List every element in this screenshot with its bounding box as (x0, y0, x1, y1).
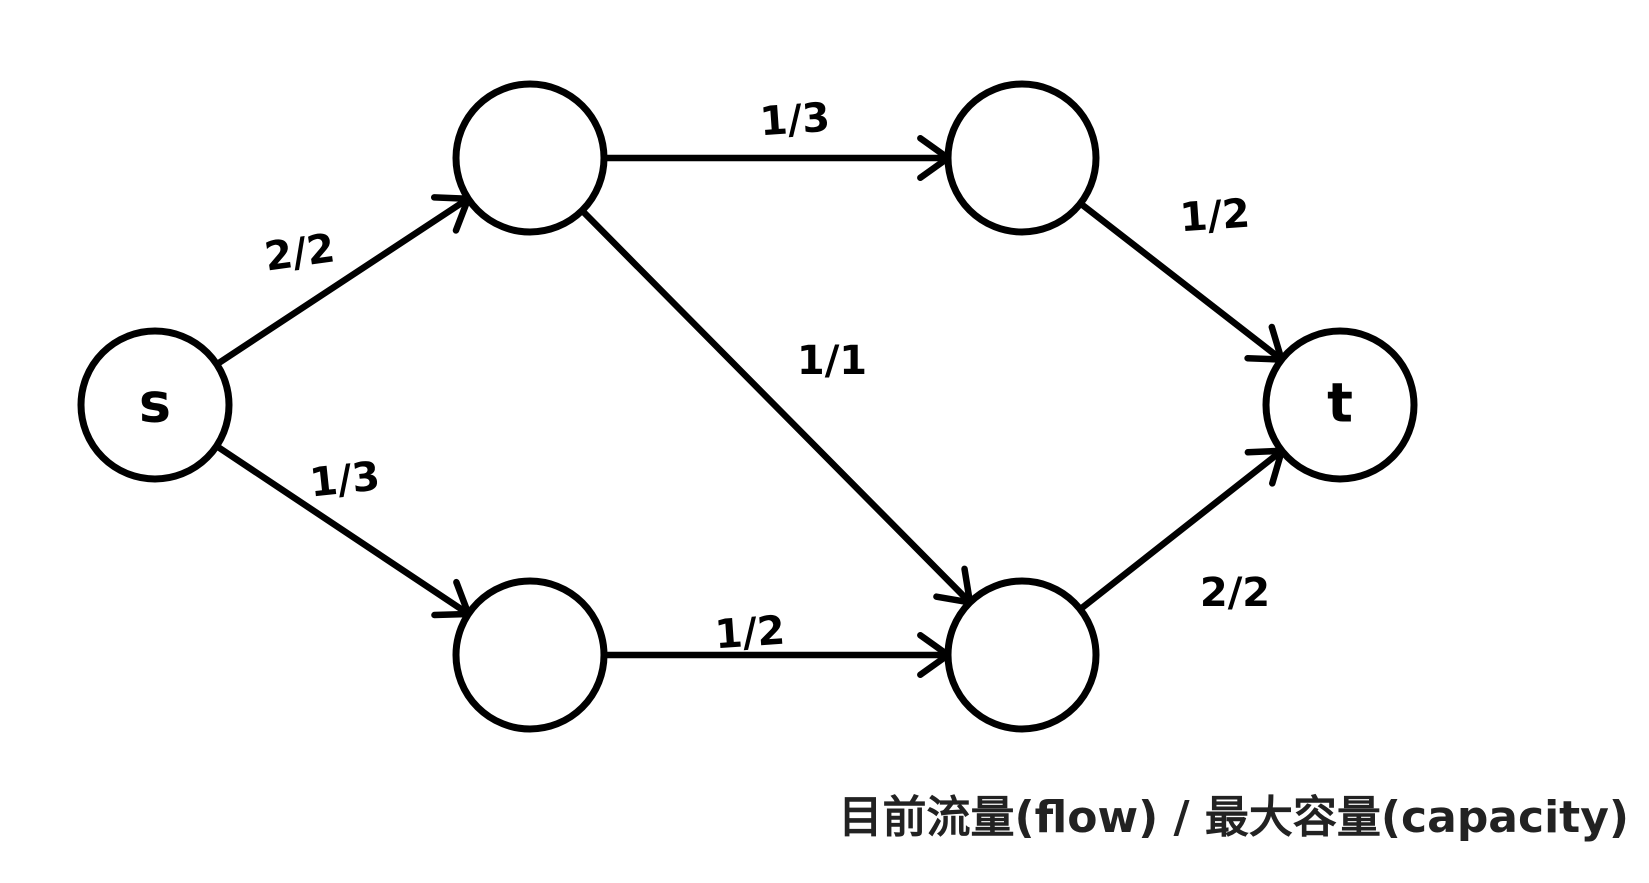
edge-s-b (213, 442, 472, 618)
edge-label-a-c: 1/3 (758, 95, 831, 146)
edge-labels-layer: 2/2 1/3 1/3 1/1 1/2 1/2 2/2 (262, 95, 1270, 659)
edge-d-t (1076, 447, 1286, 613)
edge-label-b-d: 1/2 (713, 608, 786, 659)
node-s (77, 327, 233, 483)
node-a (452, 80, 608, 236)
edge-label-s-a: 2/2 (262, 225, 338, 280)
edge-a-d (578, 207, 974, 606)
node-d (944, 577, 1100, 733)
node-c (944, 80, 1100, 236)
edge-c-t (1077, 200, 1285, 363)
edge-label-a-d: 1/1 (797, 338, 867, 384)
node-label-t: t (1327, 372, 1353, 435)
edge-label-s-b: 1/3 (307, 453, 382, 506)
node-t (1262, 327, 1418, 483)
edges-layer (213, 134, 1286, 679)
node-label-s: s (139, 372, 171, 435)
edge-label-d-t: 2/2 (1200, 570, 1270, 616)
edge-s-a (213, 195, 472, 368)
legend-caption: 目前流量(flow) / 最大容量(capacity) (838, 792, 1629, 843)
edge-label-c-t: 1/2 (1178, 191, 1251, 242)
node-b (452, 577, 608, 733)
